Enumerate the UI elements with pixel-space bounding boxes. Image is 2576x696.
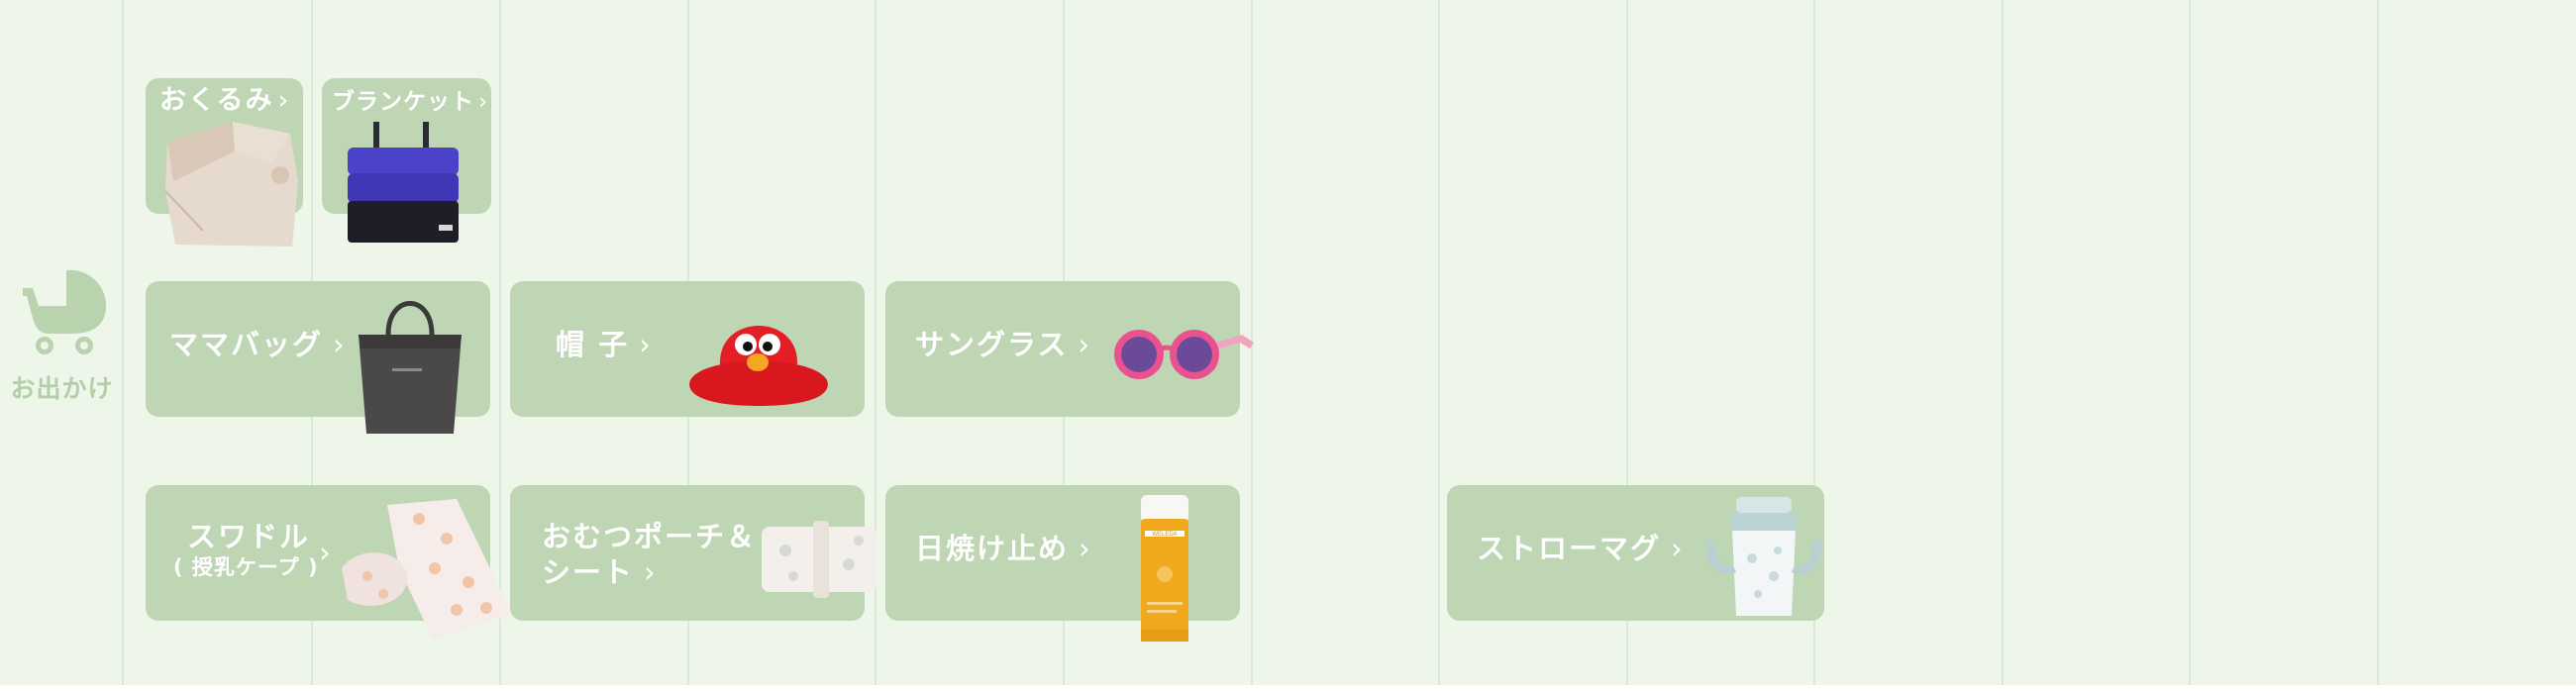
chevron-right-icon: › [478,89,489,115]
tile-okurumi[interactable]: おくるみ› [146,78,303,247]
chevron-right-icon: › [277,85,291,116]
tile-hiyake[interactable]: 日焼け止め› WELEDA [885,485,1240,642]
down-blanket-image [348,122,459,243]
hat-image [689,326,828,406]
tile-sunglass-label: サングラス› [915,328,1092,361]
tile-boushi-label: 帽 子› [556,328,653,361]
straw-mug-image [1705,497,1822,616]
grid-line [1438,0,1440,685]
grid-line [2377,0,2379,685]
grid-line [1626,0,1628,685]
tile-straw[interactable]: ストローマグ› [1447,485,1824,621]
tile-blanket-label: ブランケット› [332,89,489,115]
sunglasses-image [1114,330,1254,379]
tile-okurumi-label: おくるみ› [159,85,291,116]
chevron-right-icon: › [319,536,333,569]
sunscreen-image: WELEDA [1141,495,1188,642]
tile-sunglass[interactable]: サングラス› [885,281,1254,417]
category-title: お出かけ [10,374,114,403]
tile-omutsu[interactable]: おむつポーチ＆シート› [510,485,876,621]
chevron-right-icon: › [1078,328,1092,361]
tile-mamabag-label: ママバッグ› [169,328,347,361]
chevron-right-icon: › [639,328,653,361]
diaper-pouch-image [762,521,876,598]
tile-straw-label: ストローマグ› [1477,532,1685,565]
grid-line [2189,0,2191,685]
tile-blanket[interactable]: ブランケット› [322,78,491,243]
chevron-right-icon: › [1079,532,1092,565]
grid-line [499,0,501,685]
chevron-right-icon: › [333,328,347,361]
chevron-right-icon: › [1671,532,1685,565]
sunscreen-brand: WELEDA [1152,532,1177,538]
grid-line [875,0,876,685]
swaddle-cloth-image [342,499,512,640]
tile-mamabag[interactable]: ママバッグ› [146,281,490,434]
stroller-icon [22,269,106,354]
tote-bag-image [359,301,462,434]
grid-line [2002,0,2004,685]
tile-boushi[interactable]: 帽 子› [510,281,865,417]
category-heading: お出かけ [0,262,124,405]
tile-hiyake-label: 日焼け止め› [915,532,1092,565]
tile-swaddle-label: スワドル( 授乳ケープ ) [173,520,319,580]
tile-omutsu-label: おむつポーチ＆シート› [542,520,758,590]
tile-swaddle[interactable]: スワドル( 授乳ケープ ) › [146,485,512,640]
grid-line [122,0,124,685]
tile-swaddle-sublabel: ( 授乳ケープ ) [173,555,319,580]
chevron-right-icon: › [644,555,658,590]
grid-line [1813,0,1815,685]
swaddle-blanket-image [164,122,298,247]
